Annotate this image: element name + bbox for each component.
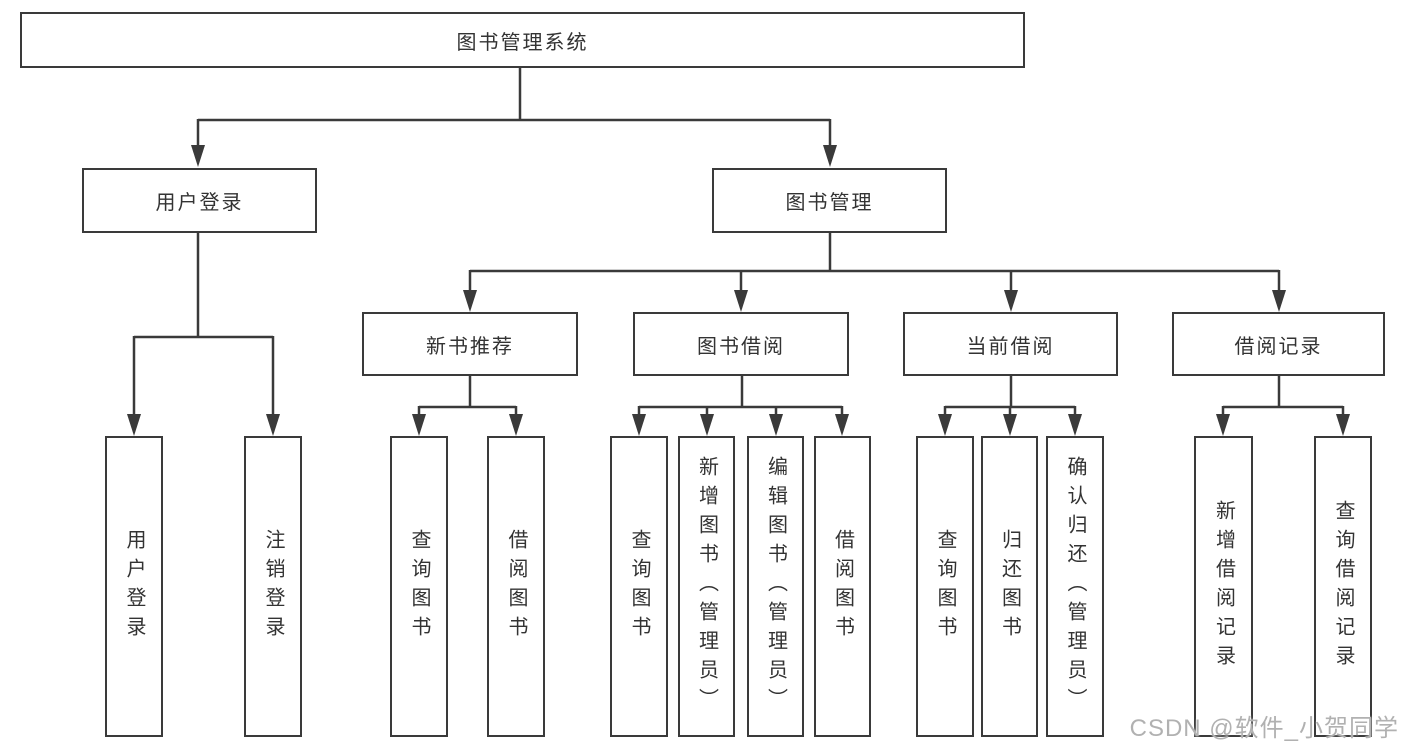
node-current-borrow: 当前借阅 xyxy=(903,312,1118,376)
leaf-query-borrow-record: 查询借阅记录 xyxy=(1314,436,1372,737)
leaf-query-books-current: 查询图书 xyxy=(916,436,974,737)
leaf-confirm-return-admin: 确认归还（管理员） xyxy=(1046,436,1104,737)
leaf-user-login: 用户登录 xyxy=(105,436,163,737)
leaf-query-books-recommend: 查询图书 xyxy=(390,436,448,737)
leaf-borrow-books-recommend: 借阅图书 xyxy=(487,436,545,737)
node-new-book-recommend: 新书推荐 xyxy=(362,312,578,376)
leaf-edit-books-admin: 编辑图书（管理员） xyxy=(747,436,804,737)
node-borrow-records: 借阅记录 xyxy=(1172,312,1385,376)
leaf-logout: 注销登录 xyxy=(244,436,302,737)
node-user-login: 用户登录 xyxy=(82,168,317,233)
leaf-add-books-admin: 新增图书（管理员） xyxy=(678,436,735,737)
leaf-add-borrow-record: 新增借阅记录 xyxy=(1194,436,1253,737)
node-root-library-system: 图书管理系统 xyxy=(20,12,1025,68)
node-book-management: 图书管理 xyxy=(712,168,947,233)
leaf-borrow-books: 借阅图书 xyxy=(814,436,871,737)
node-book-borrow: 图书借阅 xyxy=(633,312,849,376)
leaf-query-books-borrow: 查询图书 xyxy=(610,436,668,737)
leaf-return-books: 归还图书 xyxy=(981,436,1038,737)
